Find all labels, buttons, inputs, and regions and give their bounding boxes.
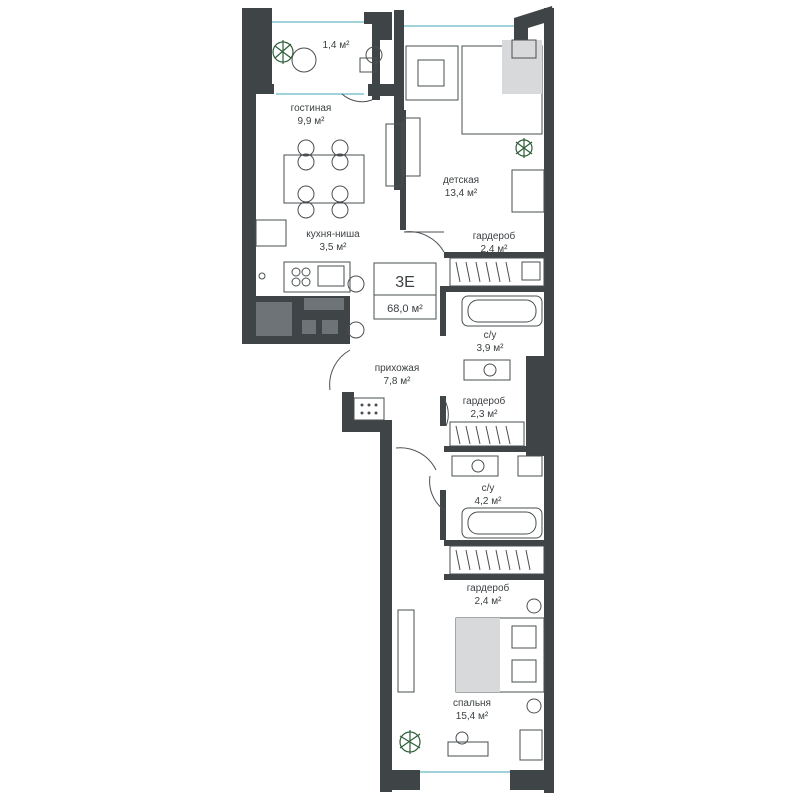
bedroom-area: 15,4 м² [456, 711, 489, 722]
cabinet-icon [256, 302, 292, 336]
balcony-furniture [272, 40, 383, 73]
kitchen-name: кухня-ниша [306, 229, 360, 240]
living-room-name: гостиная [291, 103, 332, 114]
hallway-furniture [329, 349, 385, 421]
balcony-area: 1,4 м² [323, 40, 351, 51]
doors [341, 93, 449, 511]
apartment-badge: 3E 68,0 м² [373, 262, 437, 320]
fridge-icon [255, 219, 287, 247]
wardrobe-1-icon [449, 257, 545, 287]
shoe-rack-icon [353, 397, 385, 421]
bathroom-1-name: с/у [484, 330, 497, 341]
badge-frame [373, 262, 437, 320]
wardrobe-1-name: гардероб [473, 230, 516, 242]
sink-icon-bath-2 [451, 455, 499, 477]
wardrobe-3-area: 2,4 м² [475, 596, 503, 607]
kitchen-furniture [255, 219, 365, 339]
hallway-area: 7,8 м² [384, 376, 412, 387]
dining-table-icon [283, 154, 365, 204]
hallway-name: прихожая [375, 363, 420, 374]
apartment-total-area: 68,0 м² [387, 303, 423, 315]
kitchen-counter-icon [283, 261, 351, 293]
wardrobe-3-name: гардероб [467, 582, 510, 594]
windows [272, 21, 514, 773]
bedroom-name: спальня [453, 698, 491, 709]
wardrobe-2-icon [449, 421, 525, 447]
bathtub-icon-2 [461, 507, 543, 539]
bathroom-furniture [451, 295, 543, 539]
dresser-icon [447, 741, 489, 757]
kitchen-area: 3,5 м² [320, 242, 348, 253]
kids-room-name: детская [443, 175, 479, 186]
wardrobe-1-area: 2,4 м² [481, 244, 509, 255]
armchair-icon [291, 47, 317, 73]
sink-icon [317, 265, 345, 287]
wardrobe-3-icon [449, 545, 545, 575]
table-icon [365, 46, 383, 64]
tv-icon-bedroom [397, 609, 415, 693]
wardrobe-2-name: гардероб [463, 395, 506, 407]
wardrobe-2-area: 2,3 м² [471, 409, 499, 420]
tv-stand-icon [385, 123, 403, 187]
kids-room-furniture [403, 39, 545, 213]
apartment-code: 3E [395, 274, 415, 291]
bathtub-icon-1 [461, 295, 543, 327]
desk-icon [405, 45, 459, 101]
bathroom-2-name: с/у [482, 483, 495, 494]
sink-icon-bath-1 [463, 359, 511, 381]
wardrobes [449, 257, 545, 575]
bathroom-1-area: 3,9 м² [477, 343, 505, 354]
kids-room-area: 13,4 м² [445, 188, 478, 199]
dining-furniture [283, 123, 403, 219]
room-labels: 1,4 м² гостиная 9,9 м² кухня-ниша 3,5 м²… [291, 40, 516, 722]
living-room-area: 9,9 м² [298, 116, 326, 127]
bathroom-2-area: 4,2 м² [475, 496, 503, 507]
bedroom-furniture [397, 598, 545, 761]
shelf-icon [511, 169, 545, 213]
